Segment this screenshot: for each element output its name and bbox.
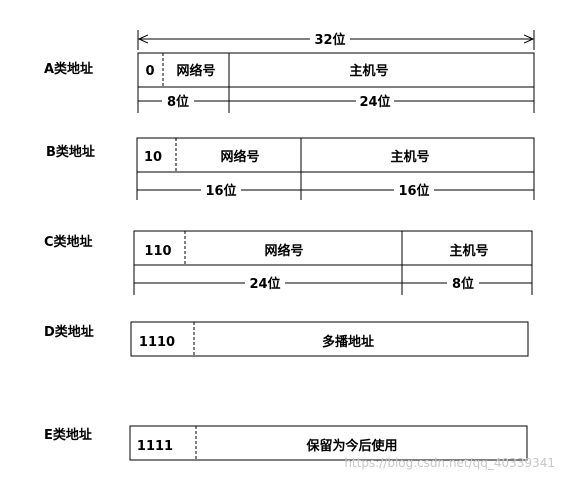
class-c-prefix-bits: 110 (144, 244, 171, 259)
class-d-address-box (130, 321, 529, 357)
class-d-group: D类地址 1110 多播地址 (44, 321, 529, 357)
watermark-text: https://blog.csdn.net/qq_40339341 (344, 456, 555, 470)
class-e-prefix-bits: 1111 (137, 439, 173, 454)
class-c-group: C类地址 110 网络号 主机号 24位 8位 (44, 230, 533, 295)
class-d-multicast-field: 多播地址 (322, 334, 374, 350)
class-b-host-field: 主机号 (390, 149, 429, 165)
class-c-address-box (133, 230, 533, 266)
class-e-label: E类地址 (44, 427, 92, 443)
class-c-host-bits: 8位 (452, 276, 474, 292)
class-c-network-bits-mask (245, 275, 285, 291)
class-b-group: B类地址 10 网络号 主机号 16位 16位 (46, 137, 535, 200)
class-c-network-bits: 24位 (249, 276, 280, 292)
class-e-group: E类地址 1111 保留为今后使用 (44, 425, 528, 461)
class-b-address-box (136, 137, 535, 173)
class-b-host-bits-mask (394, 182, 434, 198)
class-c-network-field: 网络号 (264, 243, 303, 259)
class-a-label: A类地址 (44, 61, 93, 77)
class-a-network-field: 网络号 (176, 63, 215, 79)
class-d-label: D类地址 (44, 324, 94, 340)
class-a-network-bits-mask (162, 93, 194, 109)
class-a-host-field: 主机号 (349, 63, 388, 79)
class-a-prefix-bits: 0 (145, 64, 154, 79)
class-b-prefix-bits: 10 (144, 150, 162, 165)
class-a-group: A类地址 32位 0 网络号 主机号 8位 24位 (44, 30, 535, 113)
total-bits-label-mask (310, 30, 350, 48)
class-c-host-field: 主机号 (449, 243, 488, 259)
class-b-network-bits: 16位 (205, 183, 236, 199)
class-b-host-bits: 16位 (398, 183, 429, 199)
class-e-address-box (129, 425, 528, 461)
class-a-host-bits: 24位 (359, 94, 390, 110)
class-b-network-field: 网络号 (220, 149, 259, 165)
class-b-network-bits-mask (201, 182, 241, 198)
class-d-prefix-bits: 1110 (139, 335, 175, 350)
class-a-network-bits: 8位 (167, 94, 189, 110)
total-bits-label: 32位 (314, 32, 345, 48)
class-b-label: B类地址 (46, 144, 95, 160)
class-e-reserved-field: 保留为今后使用 (305, 438, 397, 454)
class-a-address-box (137, 52, 535, 88)
class-c-label: C类地址 (44, 234, 93, 250)
class-a-host-bits-mask (356, 93, 394, 109)
class-c-host-bits-mask (447, 275, 479, 291)
